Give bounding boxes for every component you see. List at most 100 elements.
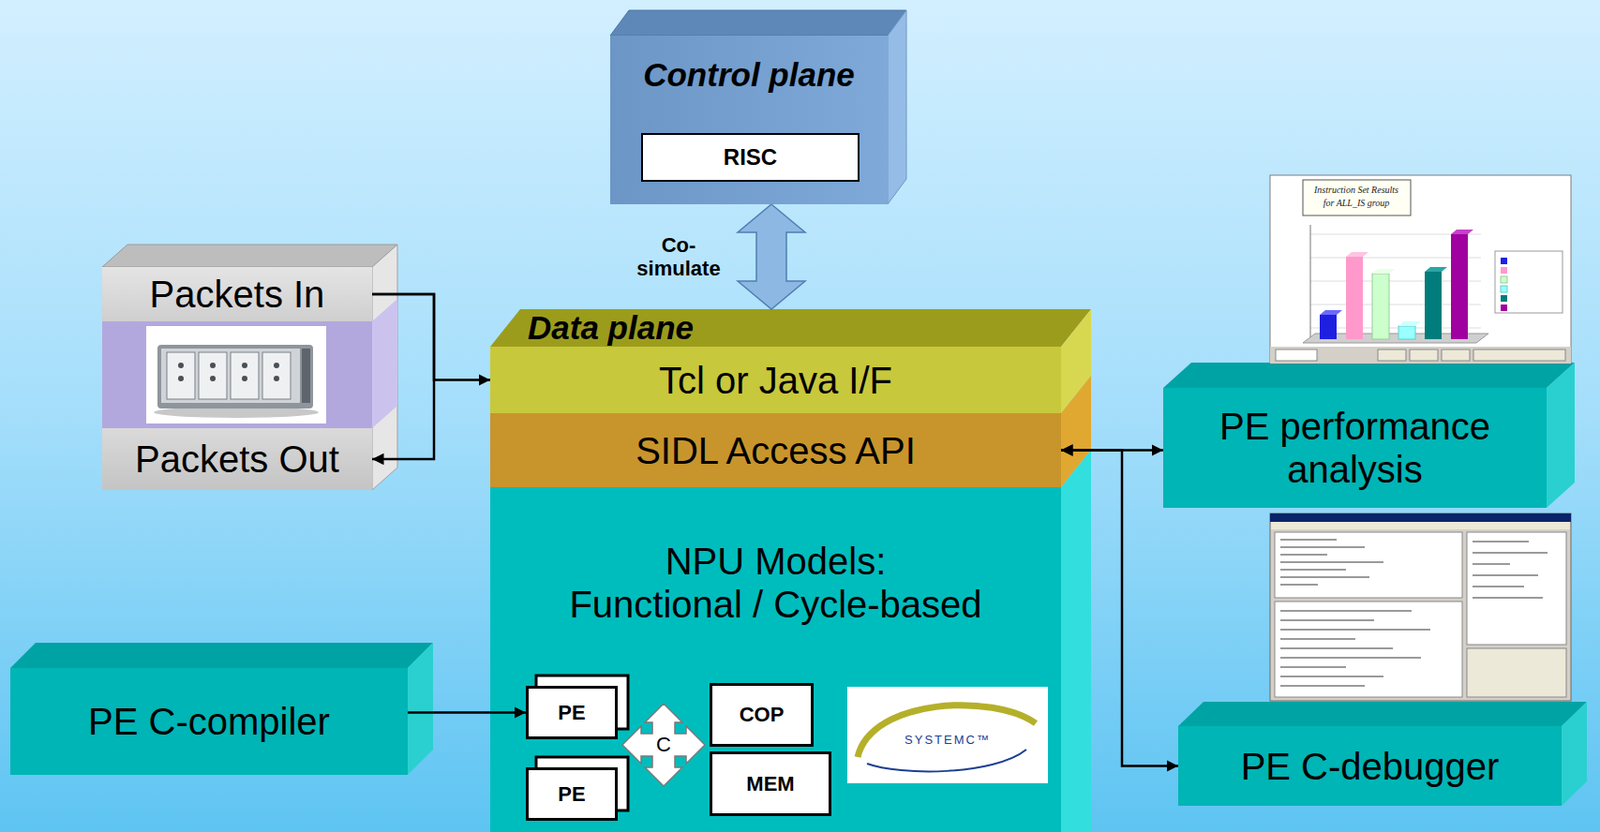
test-instrument-picture xyxy=(241,362,248,369)
bar-chart-picture xyxy=(1345,252,1369,257)
test-instrument-picture xyxy=(262,352,291,400)
bar-chart-picture xyxy=(1495,251,1563,314)
box-label: COP xyxy=(739,702,785,727)
connector-arrow xyxy=(372,294,491,381)
box-label: Data plane xyxy=(527,309,1062,347)
test-instrument-picture xyxy=(146,326,327,424)
tool-box: PE performance analysis xyxy=(1163,388,1547,509)
bar-chart-picture xyxy=(1345,256,1363,340)
bar-chart-picture xyxy=(1372,273,1390,340)
box-label: Functional / Cycle-based xyxy=(568,583,982,627)
packet-generator-box xyxy=(372,299,398,429)
bar-chart-picture xyxy=(1424,271,1442,340)
logo-wordmark: SYSTEMC™ xyxy=(904,733,991,748)
test-instrument-picture xyxy=(157,344,314,409)
box-label: Packets Out xyxy=(134,437,340,481)
test-instrument-picture xyxy=(273,375,280,382)
layer-band: Tcl or Java I/F xyxy=(490,346,1062,414)
bar-chart-picture xyxy=(1473,349,1566,361)
packet-band: Packets Out xyxy=(102,428,373,491)
bar-chart-picture xyxy=(1372,269,1395,274)
bar-chart-picture xyxy=(1270,346,1571,364)
systemc-logo xyxy=(857,705,1036,758)
bar-chart-picture xyxy=(1270,175,1571,364)
data-plane-faces xyxy=(490,309,1092,347)
memory-box: MEM xyxy=(709,751,832,817)
data-plane-faces xyxy=(1061,449,1092,832)
tool-box: PE C-compiler xyxy=(10,668,408,776)
test-instrument-picture xyxy=(230,352,259,400)
plane-box: Control planeRISC xyxy=(610,35,888,205)
test-instrument-picture xyxy=(161,348,300,404)
plane-box: Data planeTcl or Java I/F SIDL Access API… xyxy=(490,309,1062,832)
pe-box: PE xyxy=(525,686,618,740)
bar-chart-picture xyxy=(1302,179,1411,216)
bar-chart-picture xyxy=(1500,304,1508,312)
connector-arrow xyxy=(1061,450,1179,767)
test-instrument-picture xyxy=(166,352,195,400)
tool-box-faces xyxy=(1178,702,1587,727)
systemc-logo xyxy=(867,749,1027,772)
bar-chart-picture xyxy=(1319,314,1337,340)
box-label: PE C-debugger xyxy=(1241,745,1500,789)
control-plane-faces xyxy=(610,10,907,36)
packet-generator-box xyxy=(102,244,398,491)
packet-generator-box xyxy=(372,244,398,491)
crossbar-symbol: C xyxy=(622,703,705,787)
box-label: PE C-compiler xyxy=(88,700,330,744)
test-instrument-picture xyxy=(273,362,280,369)
systemc-logo xyxy=(847,687,1048,784)
connector-arrow xyxy=(407,711,526,715)
data-plane-faces xyxy=(490,487,1062,832)
box-label: SIDL Access API xyxy=(635,429,916,473)
bar-chart-picture xyxy=(1450,234,1468,340)
box-label: PE xyxy=(557,701,585,725)
debugger-screenshot xyxy=(1274,532,1463,599)
connector-arrow xyxy=(372,294,434,460)
box-label: Tcl or Java I/F xyxy=(658,358,893,403)
box-label: RISC xyxy=(723,144,778,171)
bar-chart-picture xyxy=(1424,267,1448,272)
tool-box: PE C-debugger xyxy=(1178,726,1562,807)
bar-chart-picture xyxy=(1275,349,1317,361)
coprocessor-box: COP xyxy=(709,683,814,748)
bar-chart-picture xyxy=(1377,349,1406,361)
crossbar-outline xyxy=(622,703,705,787)
packet-generator-box xyxy=(102,244,398,268)
model-box: NPU Models:Functional / Cycle-basedPE PE C… xyxy=(490,487,1062,832)
pe-box: PE xyxy=(525,767,618,822)
control-plane-faces xyxy=(887,10,907,205)
test-instrument-picture xyxy=(198,352,227,400)
box-label: NPU Models: xyxy=(665,539,887,584)
layer-band: SIDL Access API xyxy=(490,413,1062,488)
debugger-screenshot xyxy=(1271,522,1571,530)
bar-chart-picture xyxy=(1500,257,1508,265)
bar-chart-picture xyxy=(1500,267,1508,274)
box-label: Control plane xyxy=(642,56,855,94)
systemc-logo xyxy=(847,687,1048,784)
debugger-screenshot xyxy=(1466,532,1567,645)
bar-chart-picture xyxy=(1398,321,1421,327)
box-label: PE performance analysis xyxy=(1200,404,1511,492)
debugger-screenshot xyxy=(1270,513,1571,523)
chart-title: Instruction Set Results xyxy=(1314,184,1399,196)
bar-chart-picture xyxy=(1310,224,1312,338)
tool-box-faces xyxy=(10,642,434,669)
box-label: C xyxy=(656,732,672,757)
test-instrument-picture xyxy=(209,375,216,382)
debugger-screenshot xyxy=(1280,539,1548,687)
packet-band: Packets In xyxy=(102,267,373,322)
test-instrument-picture xyxy=(301,348,311,404)
data-plane-faces xyxy=(490,309,1092,832)
packet-generator-box xyxy=(102,321,373,429)
test-instrument-picture xyxy=(209,362,216,369)
tool-box-faces xyxy=(407,642,434,776)
control-plane-faces xyxy=(610,10,907,205)
box-label: PE xyxy=(557,782,585,807)
box-label: Packets In xyxy=(149,272,326,316)
test-instrument-picture xyxy=(178,362,184,369)
box-label: MEM xyxy=(746,772,794,796)
bar-chart-picture xyxy=(1500,295,1508,302)
bar-chart-picture xyxy=(1319,310,1343,315)
debugger-screenshot xyxy=(1270,513,1571,702)
